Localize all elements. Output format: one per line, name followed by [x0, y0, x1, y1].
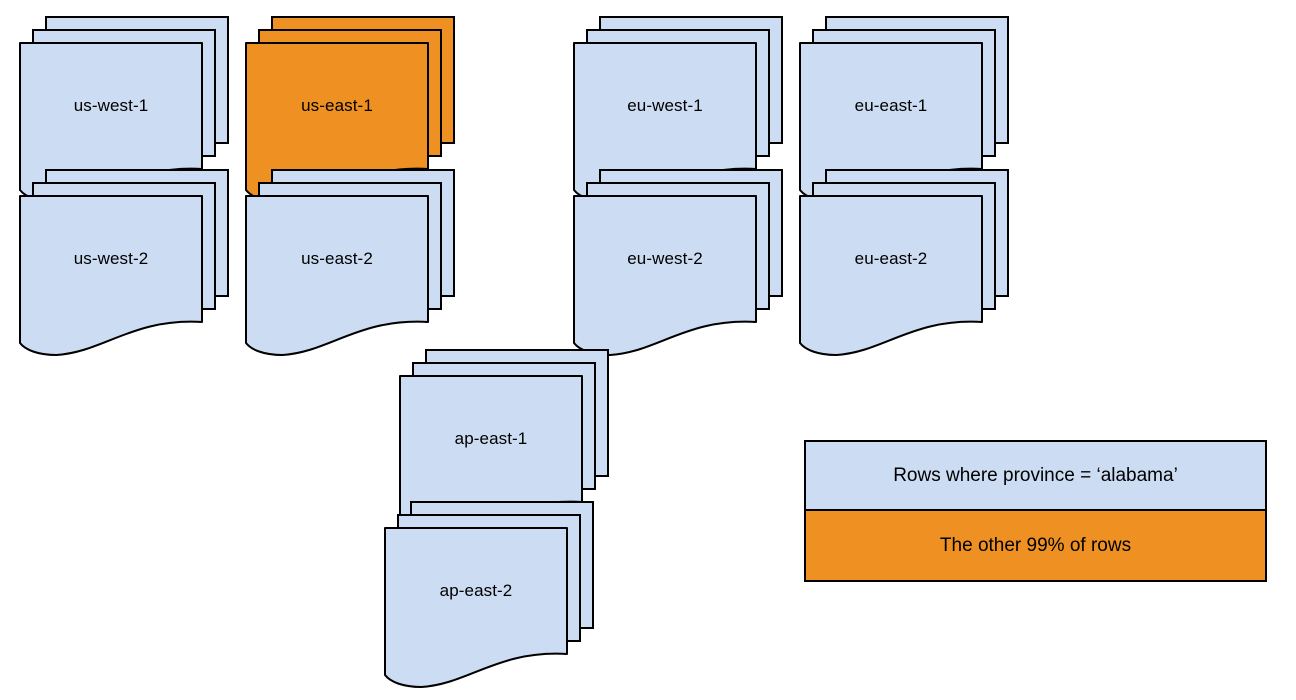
document-stack-shape [573, 16, 783, 203]
region-stack-us-east-2[interactable]: us-east-2 [245, 169, 456, 356]
legend-row-orange: The other 99% of rows [806, 511, 1265, 580]
region-stack-ap-east-1[interactable]: ap-east-1 [399, 349, 610, 536]
document-stack-shape [799, 169, 1009, 356]
document-sheet-front [245, 195, 429, 356]
region-stack-us-west-2[interactable]: us-west-2 [19, 169, 230, 356]
document-sheet-front [573, 195, 757, 356]
region-stack-eu-west-2[interactable]: eu-west-2 [573, 169, 784, 356]
legend-box: Rows where province = ‘alabama’ The othe… [804, 440, 1267, 582]
region-stack-eu-east-1[interactable]: eu-east-1 [799, 16, 1010, 203]
region-stack-eu-east-2[interactable]: eu-east-2 [799, 169, 1010, 356]
document-stack-shape [399, 349, 609, 536]
legend-label-blue: Rows where province = ‘alabama’ [893, 464, 1178, 486]
document-sheet-front [799, 195, 983, 356]
document-stack-shape [19, 169, 229, 356]
document-stack-shape [799, 16, 1009, 203]
document-sheet-front [384, 527, 568, 688]
legend-row-blue: Rows where province = ‘alabama’ [806, 442, 1265, 511]
region-stack-ap-east-2[interactable]: ap-east-2 [384, 501, 595, 688]
legend-label-orange: The other 99% of rows [939, 534, 1132, 556]
document-stack-shape [573, 169, 783, 356]
document-stack-shape [384, 501, 594, 688]
document-stack-shape [245, 16, 455, 203]
document-stack-shape [245, 169, 455, 356]
document-sheet-front [19, 195, 203, 356]
